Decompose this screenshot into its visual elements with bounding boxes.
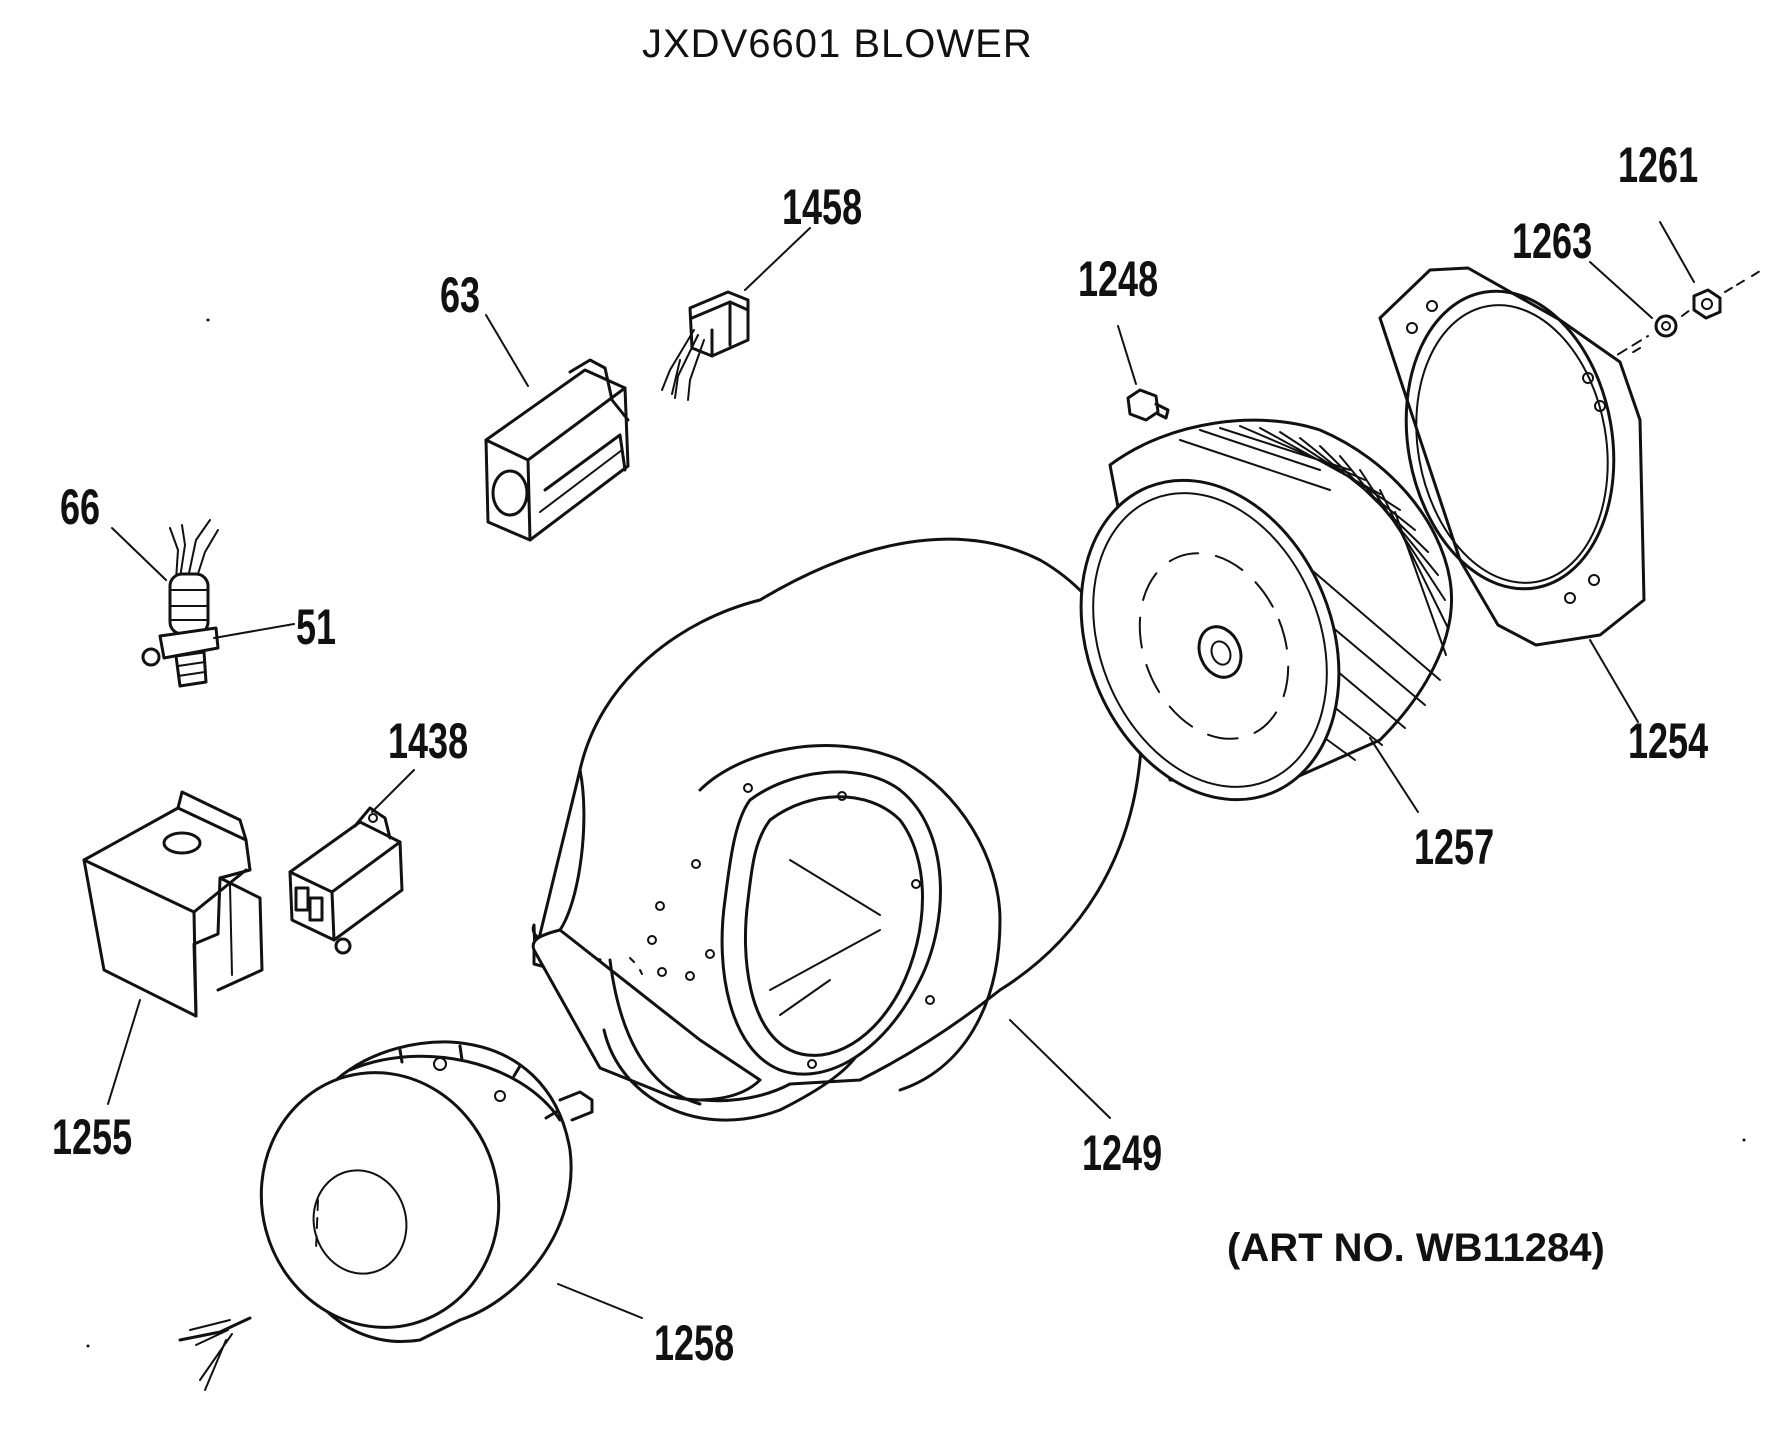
- callout-1458: 1458: [782, 179, 863, 235]
- diagram-title: JXDV6601 BLOWER: [642, 22, 1033, 66]
- assembly-axis-line: [1629, 270, 1761, 355]
- cover-bracket-icon: [82, 790, 264, 1018]
- callout-1248: 1248: [1078, 251, 1159, 307]
- switch-icon: [288, 806, 404, 955]
- callout-63: 63: [440, 267, 481, 323]
- callout-1258: 1258: [654, 1315, 735, 1371]
- leader-1254: [1589, 639, 1639, 723]
- callout-1261: 1261: [1618, 137, 1699, 193]
- scan-speck: [206, 318, 210, 322]
- callout-1249: 1249: [1082, 1125, 1163, 1181]
- mounting-plate-icon: [1378, 266, 1646, 647]
- scan-speck: [86, 1344, 90, 1348]
- callout-1254: 1254: [1628, 713, 1709, 769]
- leader-1258: [557, 1283, 643, 1319]
- leader-1438: [371, 769, 415, 813]
- callout-1257: 1257: [1414, 819, 1495, 875]
- callout-51: 51: [296, 599, 337, 655]
- callout-1263: 1263: [1512, 213, 1593, 269]
- leader-63: [485, 314, 529, 387]
- screw-icon: [1126, 388, 1170, 422]
- art-number: (ART NO. WB11284): [1227, 1226, 1605, 1270]
- leader-66: [111, 527, 167, 581]
- leader-lines: [107, 221, 1695, 1319]
- scan-speck: [1742, 1138, 1746, 1142]
- leader-1248: [1117, 325, 1137, 385]
- thermostat-icon: [141, 519, 220, 688]
- leader-1261: [1659, 221, 1695, 283]
- washer-icon: [1654, 314, 1678, 338]
- motor-icon: [178, 1040, 594, 1391]
- blower-wheel-icon: [1079, 418, 1453, 802]
- callout-66: 66: [60, 479, 101, 535]
- leader-1257: [1369, 737, 1419, 813]
- leader-1458: [744, 227, 811, 291]
- connector-icon: [661, 290, 750, 401]
- callout-1438: 1438: [388, 713, 469, 769]
- leader-1249: [1009, 1019, 1111, 1119]
- callout-1255: 1255: [52, 1109, 133, 1165]
- leader-1263: [1589, 261, 1653, 319]
- blower-housing-icon: [531, 537, 1143, 1122]
- leader-1255: [107, 999, 141, 1105]
- leader-51: [213, 623, 295, 639]
- relay-box-icon: [484, 358, 630, 542]
- nut-icon: [1692, 288, 1722, 320]
